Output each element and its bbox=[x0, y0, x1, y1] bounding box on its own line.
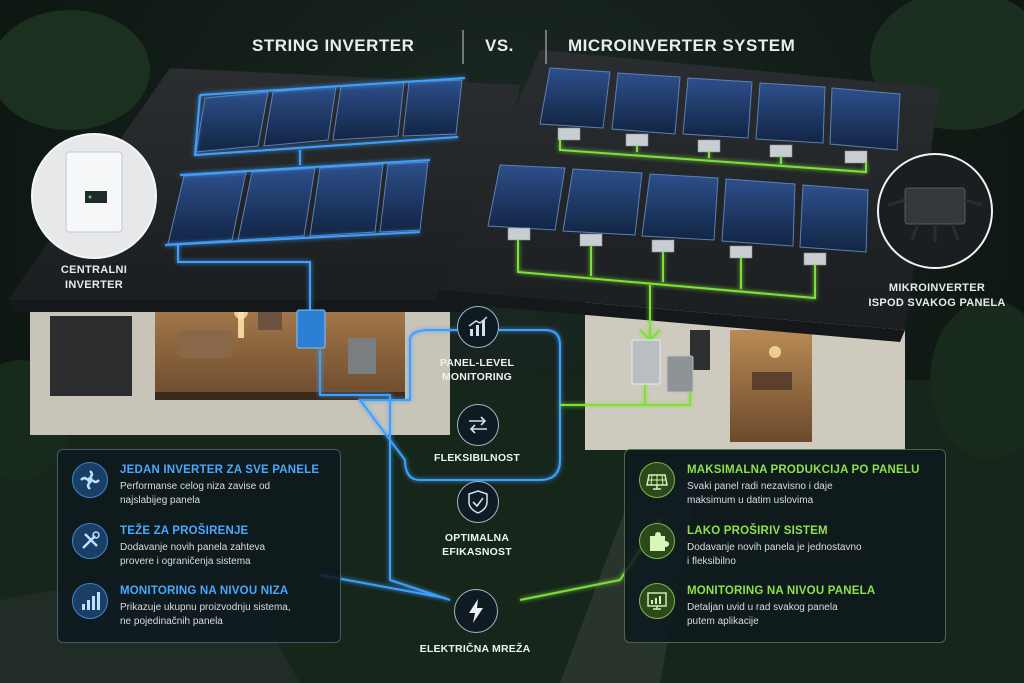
string-inverter-title: STRING INVERTER bbox=[252, 36, 415, 55]
micro-solar-panels bbox=[487, 67, 901, 266]
micro-feature-text: Svaki panel radi nezavisno i daje maksim… bbox=[687, 481, 833, 506]
micro-feature-text: Detaljan uvid u rad svakog panela putem … bbox=[687, 602, 838, 627]
panel-monitoring-node bbox=[457, 306, 499, 348]
string-feature-text: Dodavanje novih panela zahteva provere i… bbox=[120, 542, 266, 567]
string-feature-text: Prikazuje ukupnu proizvodnju sistema, ne… bbox=[120, 602, 291, 627]
micro-feature-title: LAKO PROŠIRIV SISTEM bbox=[687, 525, 828, 537]
solar-panel-icon bbox=[646, 474, 668, 490]
puzzle-icon bbox=[650, 532, 669, 551]
flexibility-label: FLEKSIBILNOST bbox=[433, 452, 520, 464]
string-feature-title: JEDAN INVERTER ZA SVE PANELE bbox=[120, 464, 320, 476]
flexibility-node bbox=[457, 404, 499, 446]
microinverter-label: MIKROINVERTER ISPOD SVAKOG PANELA bbox=[868, 282, 1006, 309]
central-inverter-inset bbox=[31, 133, 157, 259]
wall-panel-box bbox=[631, 339, 661, 385]
microinverter-title: MICROINVERTER SYSTEM bbox=[568, 36, 796, 55]
string-wiring bbox=[164, 77, 561, 601]
shield-check-icon bbox=[468, 490, 488, 514]
efficiency-node bbox=[457, 481, 499, 523]
bars-icon bbox=[82, 592, 100, 610]
string-features-panel: JEDAN INVERTER ZA SVE PANELE Performanse… bbox=[57, 449, 341, 643]
tools-icon bbox=[82, 531, 100, 549]
wall-meter-box bbox=[666, 355, 694, 393]
grid-label: ELEKTRIČNA MREŽA bbox=[419, 643, 531, 655]
panel-monitoring-label: PANEL-LEVEL MONITORING bbox=[439, 357, 515, 383]
string-feature-title: TEŽE ZA PROŠIRENJE bbox=[120, 525, 249, 537]
chart-icon bbox=[468, 316, 488, 336]
microinverter-inset bbox=[877, 153, 993, 269]
micro-feature-text: Dodavanje novih panela je jednostavno i … bbox=[687, 542, 862, 567]
string-solar-panels bbox=[167, 79, 463, 245]
micro-feature-title: MONITORING NA NIVOU PANELA bbox=[687, 585, 876, 597]
micro-features-panel: MAKSIMALNA PRODUKCIJA PO PANELU Svaki pa… bbox=[624, 449, 946, 643]
micro-feature-title: MAKSIMALNA PRODUKCIJA PO PANELU bbox=[687, 464, 920, 476]
vs-label: VS. bbox=[485, 36, 514, 55]
wall-string-inverter bbox=[296, 309, 326, 349]
efficiency-label: OPTIMALNA EFIKASNOST bbox=[442, 532, 512, 558]
arrows-icon bbox=[469, 416, 487, 434]
grid-node bbox=[454, 589, 498, 633]
central-inverter-label: CENTRALNI INVERTER bbox=[60, 264, 128, 291]
string-feature-text: Performanse celog niza zavise od najslab… bbox=[120, 481, 271, 506]
monitor-chart-icon bbox=[647, 592, 667, 610]
fan-icon bbox=[80, 470, 100, 490]
string-feature-title: MONITORING NA NIVOU NIZA bbox=[120, 585, 289, 597]
lightning-icon bbox=[469, 599, 483, 623]
